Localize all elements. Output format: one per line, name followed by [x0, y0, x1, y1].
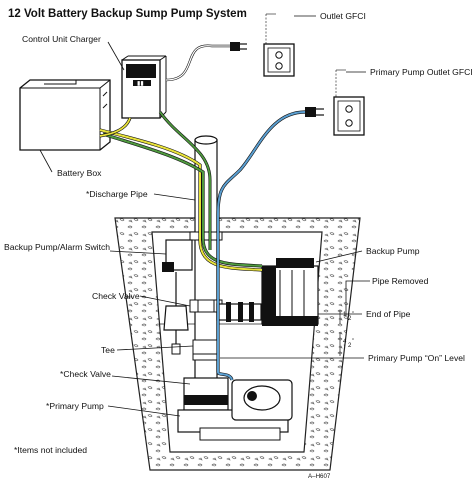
label-outlet-gfci: Outlet GFCI [320, 11, 366, 21]
label-check-valve-upper: Check Valve [92, 291, 140, 301]
label-primary-pump-outlet-gfci: Primary Pump Outlet GFCI [370, 67, 473, 77]
control-unit-charger: ▮▮ [121, 55, 167, 119]
label-tee: Tee [101, 345, 115, 355]
label-discharge-pipe: *Discharge Pipe [86, 189, 148, 199]
label-end-of-pipe: End of Pipe [366, 309, 411, 319]
dimension-gap-1: 1 2 ” [339, 310, 354, 324]
label-pipe-removed: Pipe Removed [372, 276, 429, 286]
label-backup-pump: Backup Pump [366, 246, 420, 256]
backup-pump-alarm-switch [162, 239, 193, 355]
label-battery-box: Battery Box [57, 168, 102, 178]
outlet-gfci [263, 43, 295, 77]
backup-pump [261, 258, 319, 326]
label-check-valve-lower: *Check Valve [60, 369, 111, 379]
label-primary-pump-on-level: Primary Pump “On” Level [368, 353, 465, 363]
diagram-title: 12 Volt Battery Backup Sump Pump System [8, 8, 247, 20]
dimension-gap-1-unit: ” [352, 312, 354, 318]
charger-plug [230, 42, 247, 51]
label-primary-pump: *Primary Pump [46, 401, 104, 411]
diagram-code: A–H607 [308, 473, 331, 480]
dimension-gap-2-unit: ” [352, 339, 354, 345]
dimension-gap-1-den: 2 [348, 316, 352, 322]
backup-pump-pipe [216, 302, 262, 322]
primary-pump [177, 377, 293, 441]
primary-pump-plug [305, 107, 324, 117]
dimension-gap-2-den: 2 [348, 343, 352, 349]
dimension-gap-2: 4 2 ” [339, 332, 354, 356]
label-control-unit-charger: Control Unit Charger [22, 34, 101, 44]
primary-pump-outlet-gfci [333, 96, 365, 136]
dimension-gap-2-num: 4 [343, 339, 347, 345]
battery-box [19, 79, 111, 151]
tee-fitting [192, 339, 220, 355]
dimension-gap-1-num: 1 [343, 312, 347, 318]
label-items-not-included: *Items not included [14, 445, 87, 455]
label-backup-pump-alarm-switch: Backup Pump/Alarm Switch [4, 242, 110, 252]
svg-text:▮▮: ▮▮ [137, 80, 144, 87]
